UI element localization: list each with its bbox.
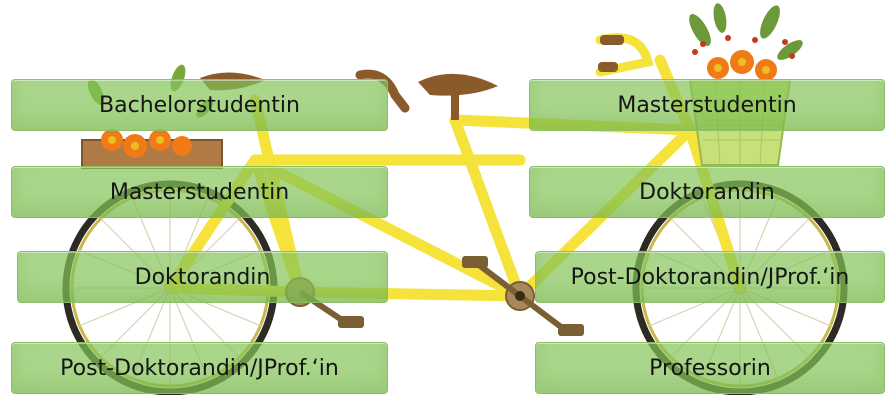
left-label-1: Bachelorstudentin — [11, 79, 388, 131]
right-label-1: Masterstudentin — [529, 79, 885, 131]
right-label-4: Professorin — [535, 342, 885, 394]
right-label-3: Post-Doktorandin/JProf.‘in — [535, 251, 885, 303]
rear-handlebar — [355, 69, 410, 113]
left-label-2: Masterstudentin — [11, 166, 388, 218]
right-label-3-text: Post-Doktorandin/JProf.‘in — [570, 264, 850, 290]
front-saddle — [418, 73, 498, 96]
left-label-4: Post-Doktorandin/JProf.‘in — [11, 342, 388, 394]
left-label-3-text: Doktorandin — [134, 264, 271, 290]
left-label-4-text: Post-Doktorandin/JProf.‘in — [60, 355, 339, 381]
right-label-2-text: Doktorandin — [639, 179, 775, 205]
rear-crate-icon — [81, 64, 223, 169]
left-label-2-text: Masterstudentin — [109, 179, 290, 205]
left-label-3: Doktorandin — [17, 251, 388, 303]
front-grip — [600, 35, 624, 45]
right-label-4-text: Professorin — [649, 355, 771, 381]
left-label-1-text: Bachelorstudentin — [99, 92, 300, 118]
front-crank — [462, 256, 584, 336]
flower-bouquet-icon — [689, 3, 803, 81]
right-label-1-text: Masterstudentin — [617, 92, 797, 118]
right-label-2: Doktorandin — [529, 166, 885, 218]
